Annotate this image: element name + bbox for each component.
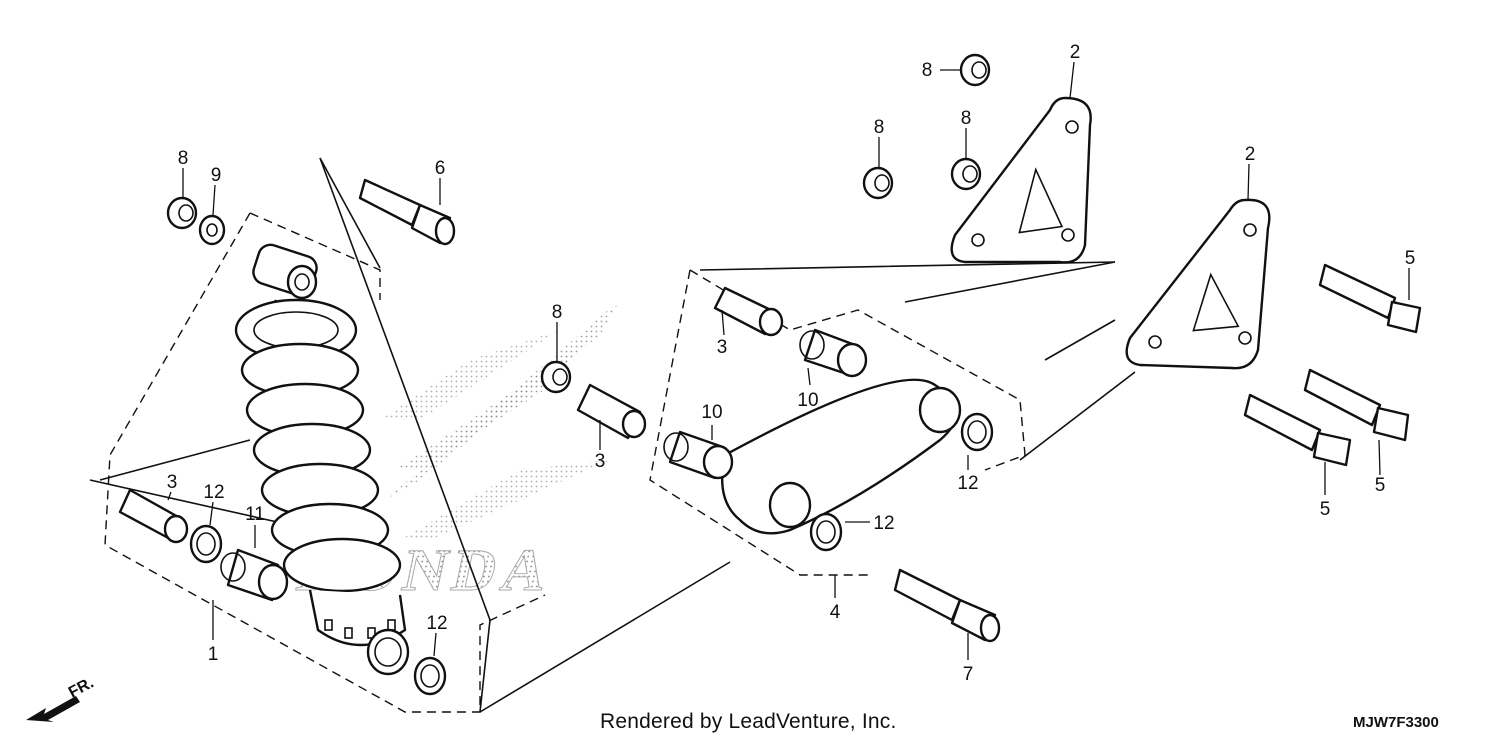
callout-seal-d: 12 (426, 613, 447, 634)
callout-link-assembly: 4 (830, 602, 841, 623)
front-direction-label: FR. (66, 674, 97, 701)
bracket-lower[interactable] (1125, 198, 1271, 370)
seal-a[interactable] (189, 524, 223, 564)
bolt-b[interactable] (1303, 368, 1410, 442)
seal-d[interactable] (413, 656, 447, 696)
seal-b[interactable] (960, 412, 994, 452)
nut-middle[interactable] (540, 360, 572, 394)
callout-collar-middle: 3 (595, 451, 606, 472)
callout-collar-right: 3 (717, 337, 728, 358)
diagram-code: MJW7F3300 (1353, 714, 1439, 731)
callout-bracket-lower: 2 (1245, 144, 1256, 165)
nut-upper-a[interactable] (862, 166, 894, 200)
callout-labels: 1 2 2 3 3 3 4 5 5 5 6 7 8 8 8 8 8 9 10 1… (167, 42, 1416, 685)
nut-top[interactable] (959, 53, 991, 87)
callout-bolt-c: 5 (1320, 499, 1331, 520)
callout-collar-lower: 3 (167, 472, 178, 493)
nut-left[interactable] (166, 196, 198, 230)
seal-c[interactable] (809, 512, 843, 552)
callout-nut-top: 8 (922, 60, 933, 81)
callout-bearing-a: 10 (797, 390, 818, 411)
bearing-shock[interactable] (220, 548, 289, 602)
callout-bolt-top: 6 (435, 158, 446, 179)
render-credit: Rendered by LeadVenture, Inc. (600, 710, 897, 733)
bolt-bottom[interactable] (893, 568, 1001, 643)
shock-absorber[interactable] (234, 242, 410, 676)
callout-nut-upper-a: 8 (874, 117, 885, 138)
bearing-a[interactable] (799, 328, 868, 378)
callout-bearing-b: 10 (701, 402, 722, 423)
bolt-c[interactable] (1243, 393, 1352, 467)
nut-upper-b[interactable] (950, 157, 982, 191)
callout-seal-b: 12 (957, 473, 978, 494)
callout-washer: 9 (211, 165, 222, 186)
bolt-top[interactable] (358, 178, 456, 246)
callout-seal-c: 12 (873, 513, 894, 534)
collar-middle[interactable] (576, 383, 647, 440)
callout-bolt-b: 5 (1375, 475, 1386, 496)
front-direction-arrow: FR. (26, 674, 97, 722)
link-assembly[interactable] (721, 378, 962, 535)
callout-seal-a: 12 (203, 482, 224, 503)
bolt-a[interactable] (1318, 263, 1422, 334)
callout-leaders (167, 61, 1410, 660)
callout-bracket-upper: 2 (1070, 42, 1081, 63)
callout-nut-left: 8 (178, 148, 189, 169)
callout-bolt-a: 5 (1405, 248, 1416, 269)
washer[interactable] (198, 214, 226, 246)
callout-shock-absorber: 1 (208, 644, 219, 665)
bracket-upper[interactable] (950, 96, 1092, 264)
collar-lower[interactable] (118, 488, 189, 544)
callout-nut-middle: 8 (552, 302, 563, 323)
callout-bolt-bottom: 7 (963, 664, 974, 685)
bearing-b[interactable] (663, 430, 734, 480)
callout-nut-upper-b: 8 (961, 108, 972, 129)
collar-right[interactable] (713, 286, 784, 337)
callout-bearing-shock: 11 (245, 504, 265, 525)
